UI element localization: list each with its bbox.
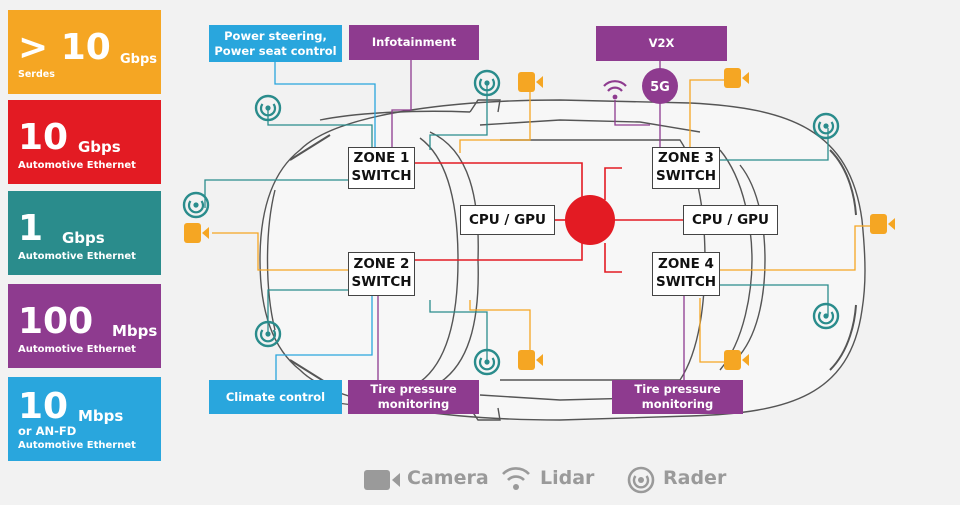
camera-icon	[724, 68, 749, 88]
legend-desc: Serdes	[18, 69, 55, 80]
key-camera-icon	[364, 470, 400, 490]
label-tire-pressure-left: Tire pressure monitoring	[348, 380, 479, 414]
legend-value: 10	[18, 117, 69, 158]
links-serdes	[212, 79, 870, 363]
zone2-title: ZONE 2	[353, 256, 410, 273]
central-compute-node	[565, 195, 615, 245]
zone1-sub: SWITCH	[351, 168, 412, 184]
zone3-title: ZONE 3	[658, 150, 714, 167]
legend-desc: or AN-FD	[18, 424, 77, 438]
camera-icon	[518, 72, 543, 92]
zone2-switch: ZONE 2 SWITCH	[348, 252, 415, 296]
legend-unit: Gbps	[78, 138, 121, 156]
legend-10mbps: 10 Mbps or AN-FD Automotive Ethernet	[8, 377, 161, 461]
legend-10gbps: 10 Gbps Automotive Ethernet	[8, 100, 161, 184]
zone1-switch: ZONE 1 SWITCH	[348, 147, 415, 189]
radar-icon	[254, 94, 282, 122]
key-lidar-label: Lidar	[540, 467, 595, 489]
legend-unit: Mbps	[78, 407, 124, 425]
label-v2x-text: V2X	[648, 36, 675, 51]
label-tire-right-line1: Tire pressure	[634, 382, 721, 397]
five-g-circle	[642, 68, 678, 104]
key-radar-label: Rader	[663, 467, 727, 489]
legend-1gbps: 1 Gbps Automotive Ethernet	[8, 191, 161, 275]
zone3-sub: SWITCH	[655, 168, 717, 184]
legend-value: 100	[18, 301, 94, 342]
zone2-sub: SWITCH	[351, 274, 412, 290]
legend-desc-2: Automotive Ethernet	[18, 440, 136, 451]
label-climate-control: Climate control	[209, 380, 342, 414]
cpu-gpu-left: CPU / GPU	[460, 205, 555, 235]
camera-icon	[870, 214, 895, 234]
legend-desc: Automotive Ethernet	[18, 251, 136, 262]
cpu-gpu-right-text: CPU / GPU	[691, 212, 770, 228]
zone4-sub: SWITCH	[655, 274, 717, 290]
label-tire-left-line2: monitoring	[377, 397, 450, 411]
zone4-switch: ZONE 4 SWITCH	[652, 252, 720, 296]
zone1-title: ZONE 1	[353, 150, 410, 167]
five-g-text: 5G	[650, 80, 670, 95]
links-100mbps	[377, 60, 685, 380]
label-power-steering-line2: Power seat control	[214, 43, 337, 58]
camera-icon	[184, 223, 209, 243]
label-power-steering: Power steering, Power seat control	[209, 25, 342, 62]
legend-desc: Automotive Ethernet	[18, 160, 136, 171]
cpu-gpu-left-text: CPU / GPU	[468, 212, 547, 228]
lidar-icon	[603, 80, 627, 100]
radar-icon	[812, 112, 840, 140]
zone4-title: ZONE 4	[658, 256, 714, 273]
radar-icon	[473, 69, 501, 97]
label-climate-text: Climate control	[225, 389, 326, 404]
key-camera-label: Camera	[407, 467, 489, 489]
legend-unit: Mbps	[112, 322, 158, 340]
label-tire-right-line2: monitoring	[641, 397, 714, 411]
legend-desc: Automotive Ethernet	[18, 344, 136, 355]
links-10mbps	[274, 59, 376, 380]
label-v2x: V2X	[596, 26, 727, 61]
zone3-switch: ZONE 3 SWITCH	[652, 147, 720, 189]
legend-value: 10	[18, 386, 69, 427]
label-tire-left-line1: Tire pressure	[370, 382, 457, 397]
legend-100mbps: 100 Mbps Automotive Ethernet	[8, 284, 161, 368]
legend-unit: Gbps	[120, 52, 158, 67]
legend-value: > 10	[18, 27, 111, 68]
key-radar-icon	[627, 466, 655, 494]
legend-value: 1	[18, 208, 44, 249]
label-infotainment: Infotainment	[349, 25, 479, 60]
label-tire-pressure-right: Tire pressure monitoring	[612, 380, 743, 414]
legend-serdes: > 10 Gbps Serdes	[8, 10, 161, 94]
legend-unit: Gbps	[62, 229, 105, 247]
backbone-10gbps	[414, 162, 683, 273]
cpu-gpu-right: CPU / GPU	[683, 205, 778, 235]
key-lidar-icon	[502, 467, 530, 490]
label-infotainment-text: Infotainment	[371, 35, 457, 50]
label-power-steering-line1: Power steering,	[224, 28, 327, 43]
